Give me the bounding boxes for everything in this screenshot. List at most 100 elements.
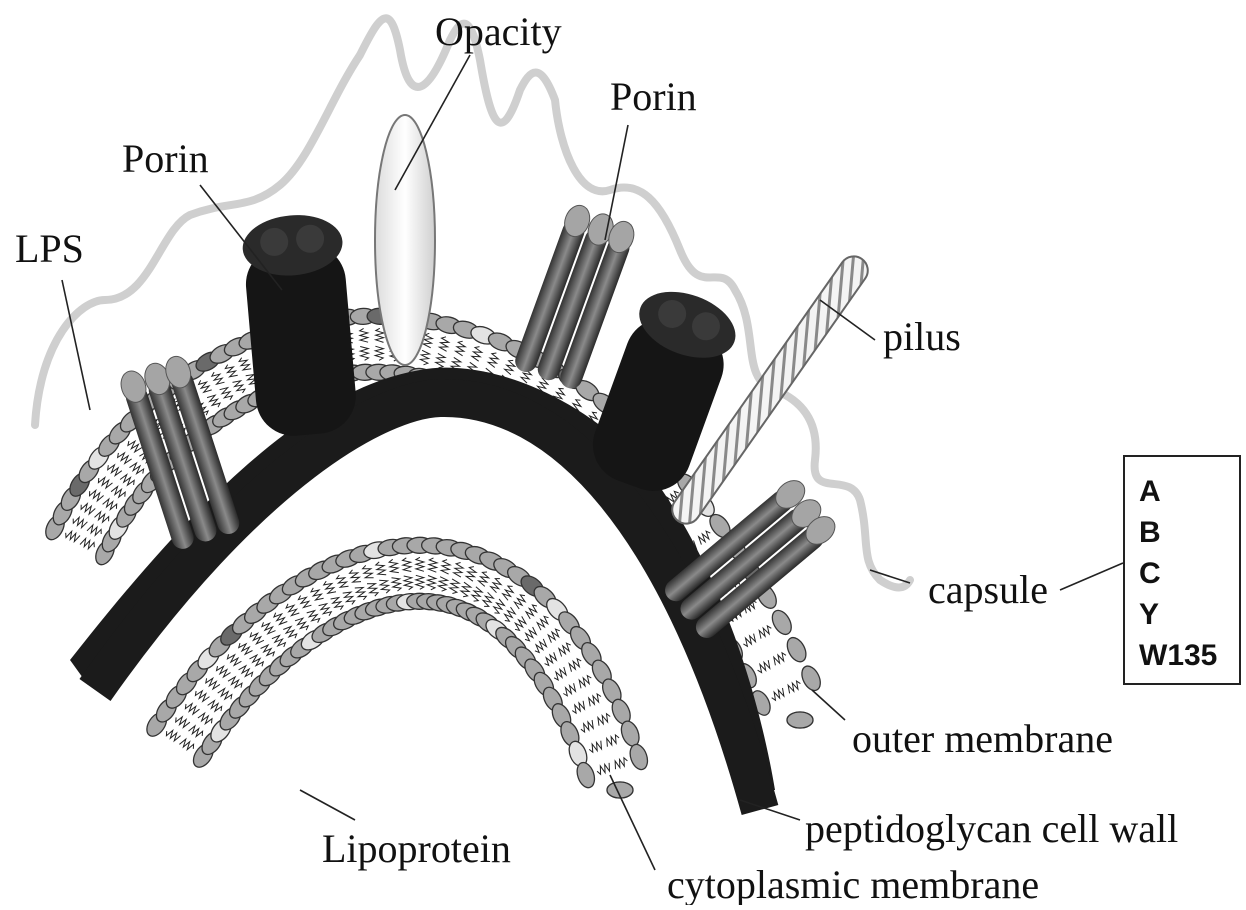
lipid-tail: [274, 613, 287, 625]
lipid-tail: [515, 616, 526, 630]
lipid-tail: [331, 598, 343, 610]
lipid-tail: [179, 739, 193, 750]
lipid-tail: [548, 629, 560, 643]
lipid-tail: [262, 622, 276, 634]
lipid-tail: [427, 576, 436, 590]
label-opacity: Opacity: [435, 9, 562, 54]
lipid-tail: [73, 517, 87, 527]
lipid-tail: [208, 701, 222, 712]
lipid-tail: [95, 512, 109, 522]
serogroup-c: C: [1139, 553, 1239, 594]
lipid-tail: [488, 353, 498, 368]
lipid-tail: [261, 645, 275, 656]
lipid-tail: [239, 358, 251, 370]
lipid-tail: [90, 490, 104, 501]
serogroup-a: A: [1139, 471, 1239, 512]
leader-lps: [62, 280, 90, 410]
lipid-tail: [239, 666, 253, 677]
porin-grey-left: [117, 353, 242, 552]
label-lps: LPS: [15, 226, 84, 271]
lipid-tail: [218, 689, 232, 700]
lipid-tail: [130, 463, 144, 474]
lipid-tail: [559, 643, 571, 656]
porin-dark-left: [240, 211, 359, 439]
lipid-tail: [375, 346, 383, 360]
lipid-tail: [416, 557, 424, 571]
label-peptidoglycan: peptidoglycan cell wall: [805, 806, 1178, 851]
lipid-tail: [283, 627, 296, 639]
lipid-head: [787, 712, 813, 728]
lipid-tail: [103, 499, 117, 510]
lipid-tail: [228, 677, 242, 688]
lipid-tail: [389, 559, 399, 572]
lipid-tail: [207, 395, 220, 407]
lipid-head: [783, 634, 809, 664]
label-cytoplasmic-membrane: cytoplasmic membrane: [667, 862, 1039, 905]
lipid-tail: [185, 704, 199, 715]
lipid-tail: [350, 570, 362, 582]
lipid-tail: [461, 582, 471, 597]
lipid-tail: [87, 525, 101, 535]
lipid-tail: [307, 611, 320, 623]
lipid-tail: [239, 643, 253, 654]
lipid-tail: [166, 730, 180, 741]
label-capsule: capsule: [928, 567, 1048, 612]
lipid-tail: [505, 607, 516, 621]
serogroup-y: Y: [1139, 594, 1239, 635]
lipid-tail: [598, 714, 610, 726]
lipid-tail: [286, 604, 299, 616]
lipid-tail: [615, 758, 627, 769]
lipid-tail: [569, 659, 581, 672]
lipid-tail: [355, 588, 367, 600]
lipid-tail: [250, 632, 264, 643]
serogroup-box: A B C Y W135: [1123, 455, 1241, 685]
lipid-tail: [120, 475, 134, 486]
lipid-tail: [416, 575, 424, 589]
lipid-tail: [367, 584, 378, 596]
lipid-tail: [360, 347, 368, 361]
lipid-tail: [176, 717, 190, 728]
opacity-protein: [375, 115, 435, 365]
lipid-tail: [404, 576, 413, 590]
lipid-tail: [319, 604, 332, 616]
lipid-tail: [505, 360, 515, 374]
serogroup-w135: W135: [1139, 635, 1239, 676]
lipid-tail: [545, 652, 557, 665]
label-pilus: pilus: [883, 314, 961, 359]
lipid-tail: [272, 636, 286, 648]
lipid-tail: [198, 713, 212, 724]
lipid-tail: [111, 487, 125, 498]
label-porin-right: Porin: [610, 74, 697, 119]
lipid-tail: [491, 579, 501, 593]
lipid-tail: [537, 616, 548, 630]
lipid-tail: [607, 735, 619, 747]
lipid-tail: [494, 599, 505, 613]
lipid-tail: [589, 694, 601, 706]
serogroup-b: B: [1139, 512, 1239, 553]
lipid-tail: [525, 627, 536, 641]
label-porin-left: Porin: [122, 136, 209, 181]
leader-serogroup-box: [1060, 563, 1123, 590]
lipid-tail: [206, 678, 220, 689]
lipid-tail: [220, 388, 233, 400]
lipid-tail: [80, 538, 94, 548]
lipid-tail: [337, 575, 349, 587]
porin-grey-top: [511, 202, 638, 392]
lipid-tail: [66, 531, 80, 541]
lipid-tail: [743, 634, 755, 647]
lipid-tail: [554, 667, 566, 680]
lipid-tail: [81, 504, 95, 514]
leader-lipoprotein: [300, 790, 355, 820]
lipid-tail: [324, 581, 336, 593]
lipid-tail: [217, 666, 231, 677]
lipid-tail: [597, 763, 609, 774]
lipid-tail: [472, 587, 482, 601]
cytoplasmic-membrane: [143, 537, 651, 798]
lipid-tail: [360, 328, 368, 342]
lipid-tail: [579, 676, 591, 689]
lipid-tail: [503, 586, 514, 600]
lipid-head: [798, 663, 824, 693]
lipid-tail: [454, 563, 464, 578]
lipid-tail: [450, 579, 460, 594]
